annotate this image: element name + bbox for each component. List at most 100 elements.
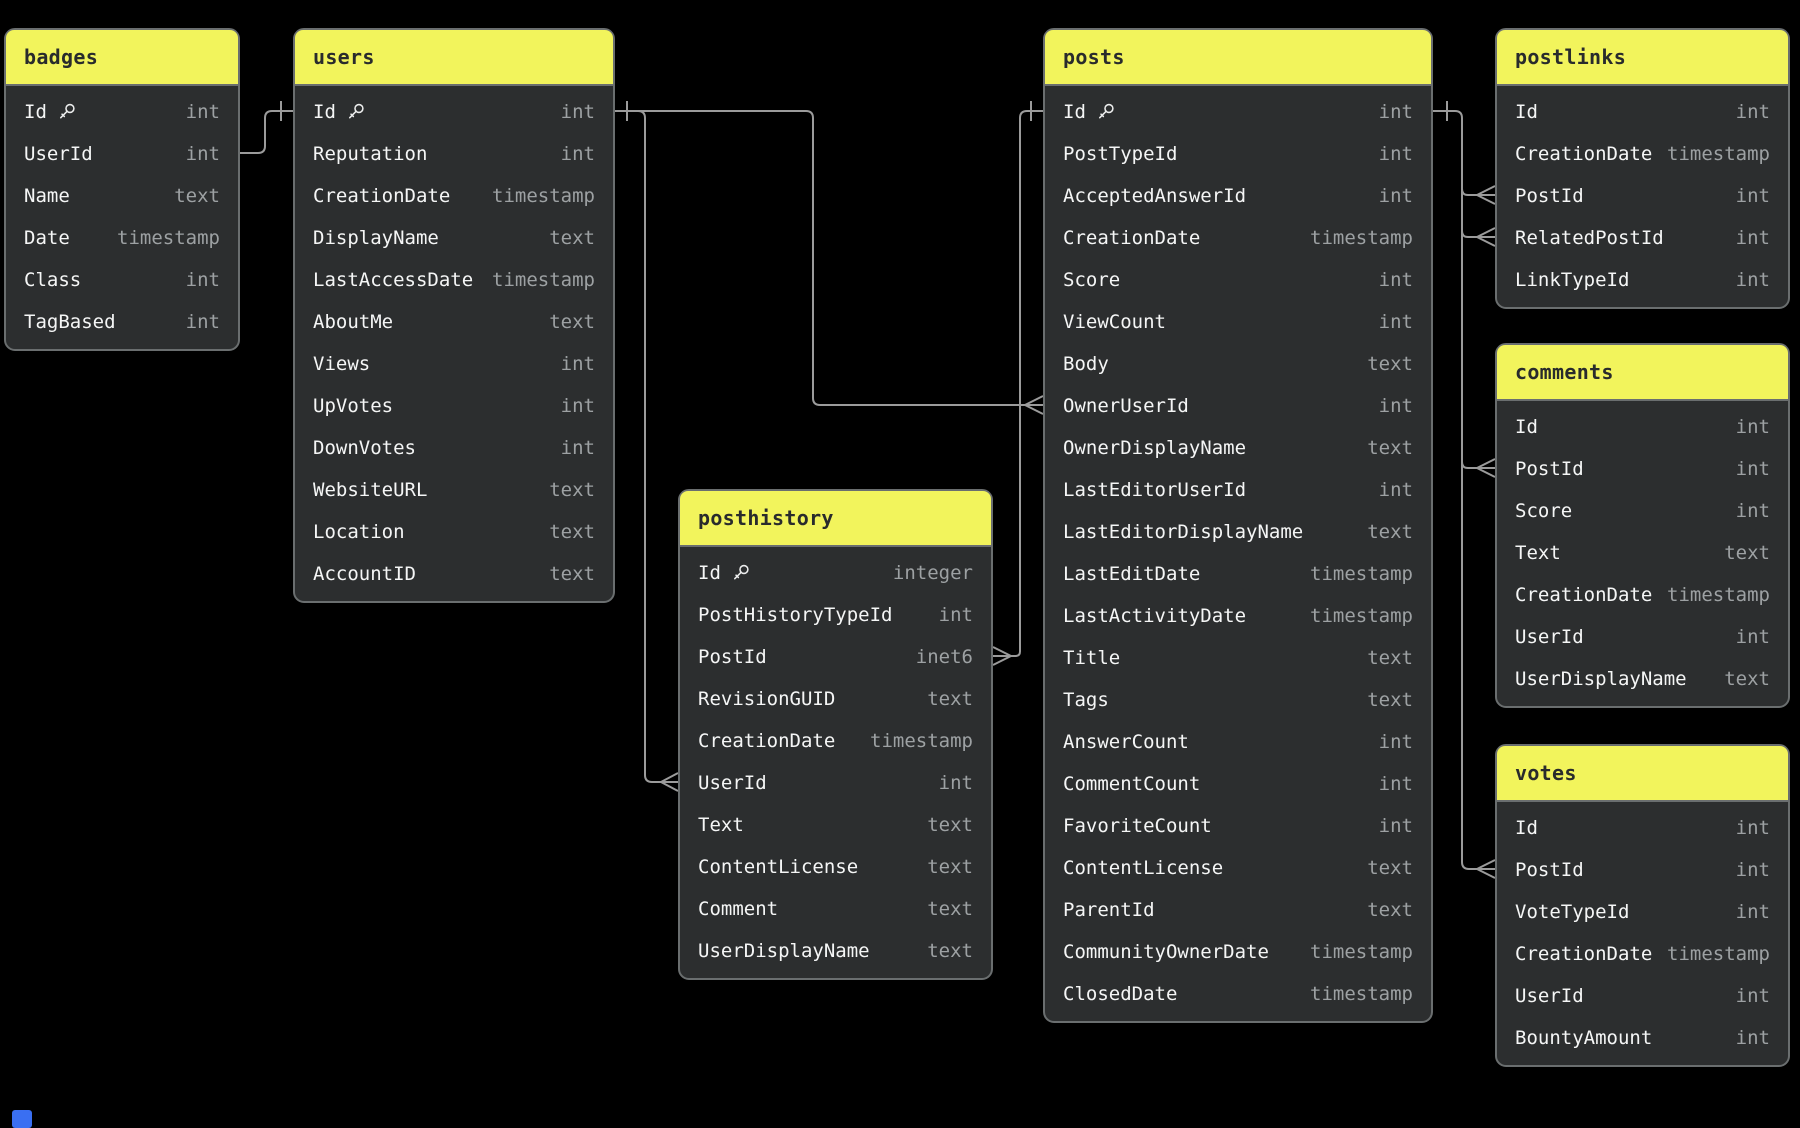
relationship-posts.Id-to-postlinks.PostId[interactable] bbox=[1461, 183, 1496, 205]
table-header-posthistory[interactable]: posthistory bbox=[680, 491, 991, 547]
table-header-postlinks[interactable]: postlinks bbox=[1497, 30, 1788, 86]
relationship-posts.Id-to-votes.PostId[interactable] bbox=[1433, 101, 1496, 879]
table-header-votes[interactable]: votes bbox=[1497, 746, 1788, 802]
connector-line[interactable] bbox=[1461, 183, 1477, 196]
table-header-users[interactable]: users bbox=[295, 30, 613, 86]
connector-line[interactable] bbox=[1461, 225, 1477, 238]
relationship-users.Id-to-posthistory.UserId[interactable] bbox=[615, 110, 679, 792]
connector-line[interactable] bbox=[240, 110, 293, 154]
connector-line[interactable] bbox=[1433, 110, 1477, 870]
table-header-comments[interactable]: comments bbox=[1497, 345, 1788, 401]
connector-line[interactable] bbox=[1011, 110, 1043, 657]
table-header-badges[interactable]: badges bbox=[6, 30, 238, 86]
table-header-posts[interactable]: posts bbox=[1045, 30, 1431, 86]
connector-line[interactable] bbox=[1461, 456, 1477, 469]
relationship-badges.UserId-to-users.Id[interactable] bbox=[240, 101, 293, 154]
relationship-posts.Id-to-comments.PostId[interactable] bbox=[1461, 456, 1496, 478]
cardinality-many-crowfoot bbox=[660, 772, 679, 792]
connector-line[interactable] bbox=[615, 110, 1025, 406]
relationship-posts.Id-to-postlinks.RelatedPostId[interactable] bbox=[1461, 225, 1496, 247]
relationship-posts.Id-to-posthistory.PostId[interactable] bbox=[992, 101, 1043, 666]
connector-line[interactable] bbox=[615, 110, 661, 783]
field-type: int bbox=[1735, 859, 1770, 881]
relationship-users.Id-to-posts.OwnerUserId[interactable] bbox=[615, 101, 1044, 415]
